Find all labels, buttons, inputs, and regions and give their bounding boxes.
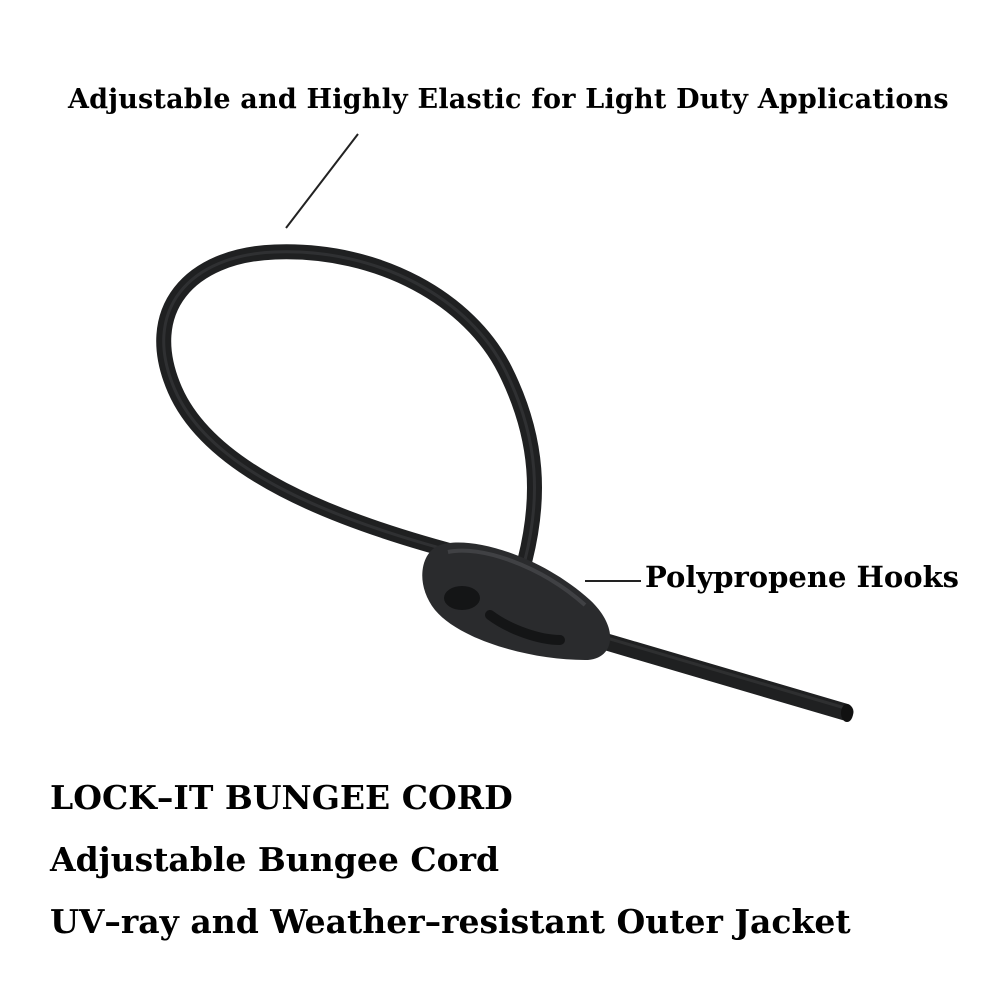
callout-hooks: Polypropene Hooks (645, 560, 960, 594)
callout-leader-top (285, 133, 359, 229)
product-subtitle: Adjustable Bungee Cord (50, 840, 500, 879)
bungee-cord (156, 244, 854, 722)
product-title: LOCK–IT BUNGEE CORD (50, 778, 513, 817)
product-feature: UV–ray and Weather–resistant Outer Jacke… (50, 902, 851, 941)
callout-elasticity: Adjustable and Highly Elastic for Light … (68, 84, 949, 115)
lock-clip (422, 542, 611, 660)
